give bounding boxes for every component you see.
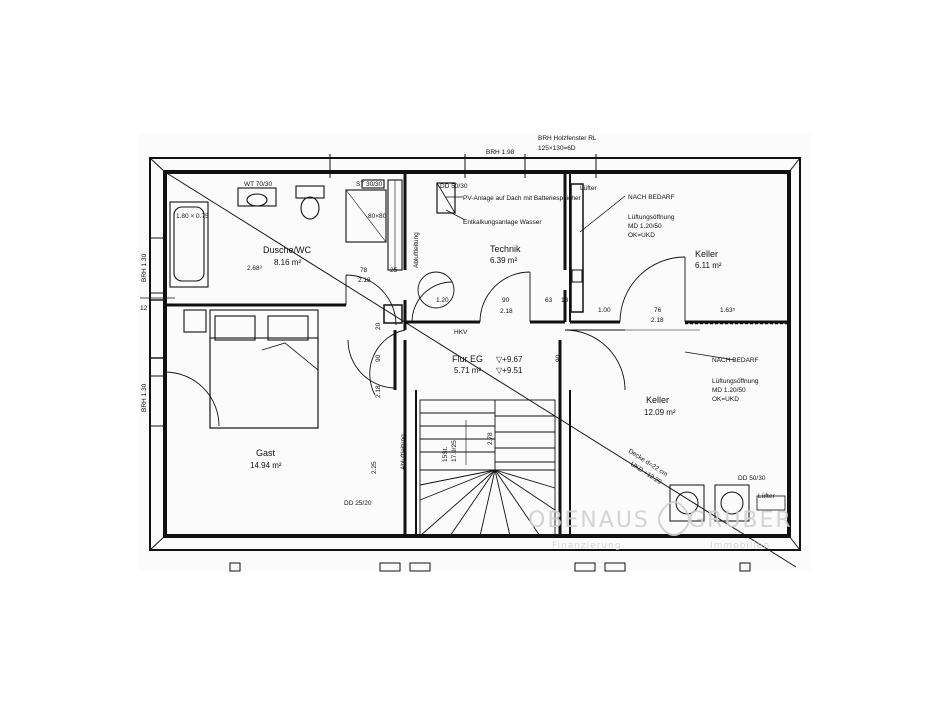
dim: 78 xyxy=(360,267,368,274)
watermark-brand-left: OBENAUS xyxy=(528,508,650,533)
top-labels: BRH 1.98 125×130=6D BRH Holzfenster RL xyxy=(486,135,597,156)
stair-dims: 17.9/25 xyxy=(451,440,458,462)
brh-label: BRH 1.98 xyxy=(486,149,515,156)
dim: 2.25 xyxy=(371,461,378,474)
dd-note: DD 50/30 xyxy=(738,475,766,482)
room-name: Keller xyxy=(695,249,718,259)
room-area: 14.94 m² xyxy=(250,461,282,470)
shower-dims: 80×80 xyxy=(368,213,387,220)
lueftung-note: Lüftungsöffnung xyxy=(712,378,759,385)
watermark-sub-right: Immobilien xyxy=(710,541,770,551)
hkv-note: HKV xyxy=(454,329,468,336)
room-keller-main: Keller 12.09 m² xyxy=(644,395,676,417)
luefter-note: Lüfter xyxy=(580,185,597,192)
room-area: 5.71 m² xyxy=(454,366,481,375)
room-area: 6.39 m² xyxy=(490,256,517,265)
wc-mark: WT 70/30 xyxy=(244,181,272,188)
dim: 1.20 xyxy=(436,297,449,304)
dim: 90 xyxy=(555,354,562,362)
lueftung-dims: MD 1.20/50 xyxy=(628,223,662,230)
interior-walls xyxy=(165,172,789,536)
staircase xyxy=(419,399,556,537)
keller-appliances xyxy=(669,484,786,522)
dim: 76 xyxy=(654,307,662,314)
dd-note: DD 25/20 xyxy=(344,500,372,507)
room-flur: Flur EG 5.71 m² ▽+9.67 ▽+9.51 xyxy=(452,354,523,375)
dimension-labels: 78 2.18 25 1.20 90 2.18 63 13 1.00 76 2.… xyxy=(140,267,736,474)
lueftung-note: Lüftungsöffnung xyxy=(628,214,675,221)
watermark-brand-right: GRUBER xyxy=(688,508,793,533)
dim: 63 xyxy=(545,297,553,304)
dim: 2.18 xyxy=(375,385,382,398)
dim: 25 xyxy=(390,267,398,274)
dim: 2.78 xyxy=(487,432,494,445)
lower-strip xyxy=(150,549,800,572)
left-windows xyxy=(140,237,175,427)
gast-furniture xyxy=(183,309,319,429)
room-area: 6.11 m² xyxy=(695,261,722,270)
stair-info: 15St. xyxy=(442,447,449,462)
tub-dims: 1.80 × 0.75 xyxy=(176,213,209,220)
dim: 20 xyxy=(375,322,382,330)
lueftung-ok: OK=UKD xyxy=(712,396,739,403)
room-name: Gast xyxy=(256,448,276,458)
watermark-logo-icon xyxy=(658,501,690,536)
dim: 13 xyxy=(561,297,569,304)
room-area: 12.09 m² xyxy=(644,408,676,417)
room-name: Technik xyxy=(490,244,521,254)
room-height: 2.68³ xyxy=(247,265,263,272)
room-area: 8.16 m² xyxy=(274,258,301,267)
opening-hatches xyxy=(570,321,789,331)
pv-note: PV-Anlage auf Dach mit Batteriespeicher xyxy=(463,195,582,202)
nach-bedarf-note: NACH BEDARF xyxy=(712,357,759,364)
window-dims-label: 125×130=6D xyxy=(538,145,576,152)
abluft-note: Abluftleitung xyxy=(413,232,420,268)
plan-notes: PV-Anlage auf Dach mit Batteriespeicher … xyxy=(141,181,775,507)
level-a: ▽+9.67 xyxy=(496,355,523,364)
nach-bedarf-note: NACH BEDARF xyxy=(628,194,675,201)
room-dusche-wc: Dusche/WC 8.16 m² 2.68³ xyxy=(247,245,312,272)
dim: 1.63⁵ xyxy=(720,307,736,314)
dim: 2.18 xyxy=(358,277,371,284)
dim: 12 xyxy=(140,305,148,312)
dim: 1.00 xyxy=(598,307,611,314)
leader-lines xyxy=(445,195,736,361)
shaft-boxes xyxy=(436,182,584,313)
room-gast: Gast 14.94 m² xyxy=(250,448,282,470)
level-b: ▽+9.51 xyxy=(496,366,523,375)
luefter-note: Lüfter xyxy=(758,493,775,500)
watermark-sub-left: Finanzierung xyxy=(552,541,622,551)
room-keller-top: Keller 6.11 m² xyxy=(695,249,722,270)
diagonal-lines xyxy=(164,171,797,568)
dd-note: DD 50/30 xyxy=(440,183,468,190)
room-name: Flur EG xyxy=(452,354,483,364)
room-technik: Technik 6.39 m² xyxy=(490,244,521,265)
bathroom-fixtures xyxy=(169,179,403,288)
dim: 90 xyxy=(375,354,382,362)
top-note-label: BRH Holzfenster RL xyxy=(538,135,597,142)
dim: 90 xyxy=(502,297,510,304)
watermark: OBENAUS GRUBER Finanzierung Immobilien xyxy=(528,501,793,551)
towel-mark: ST 30/30 xyxy=(356,181,383,188)
room-name: Keller xyxy=(646,395,669,405)
brh-side: BRH 1.30 xyxy=(141,253,148,282)
lueftung-ok: OK=UKD xyxy=(628,232,655,239)
dim: 2.18 xyxy=(651,317,664,324)
dim: 2.18 xyxy=(500,308,513,315)
room-name: Dusche/WC xyxy=(263,245,312,255)
brh-side: BRH 1.30 xyxy=(141,383,148,412)
entk-note: Entkalkungsanlage Wasser xyxy=(463,219,542,226)
abluft-note: Abluftleitung xyxy=(400,434,407,470)
lueftung-dims: MD 1.20/50 xyxy=(712,387,746,394)
